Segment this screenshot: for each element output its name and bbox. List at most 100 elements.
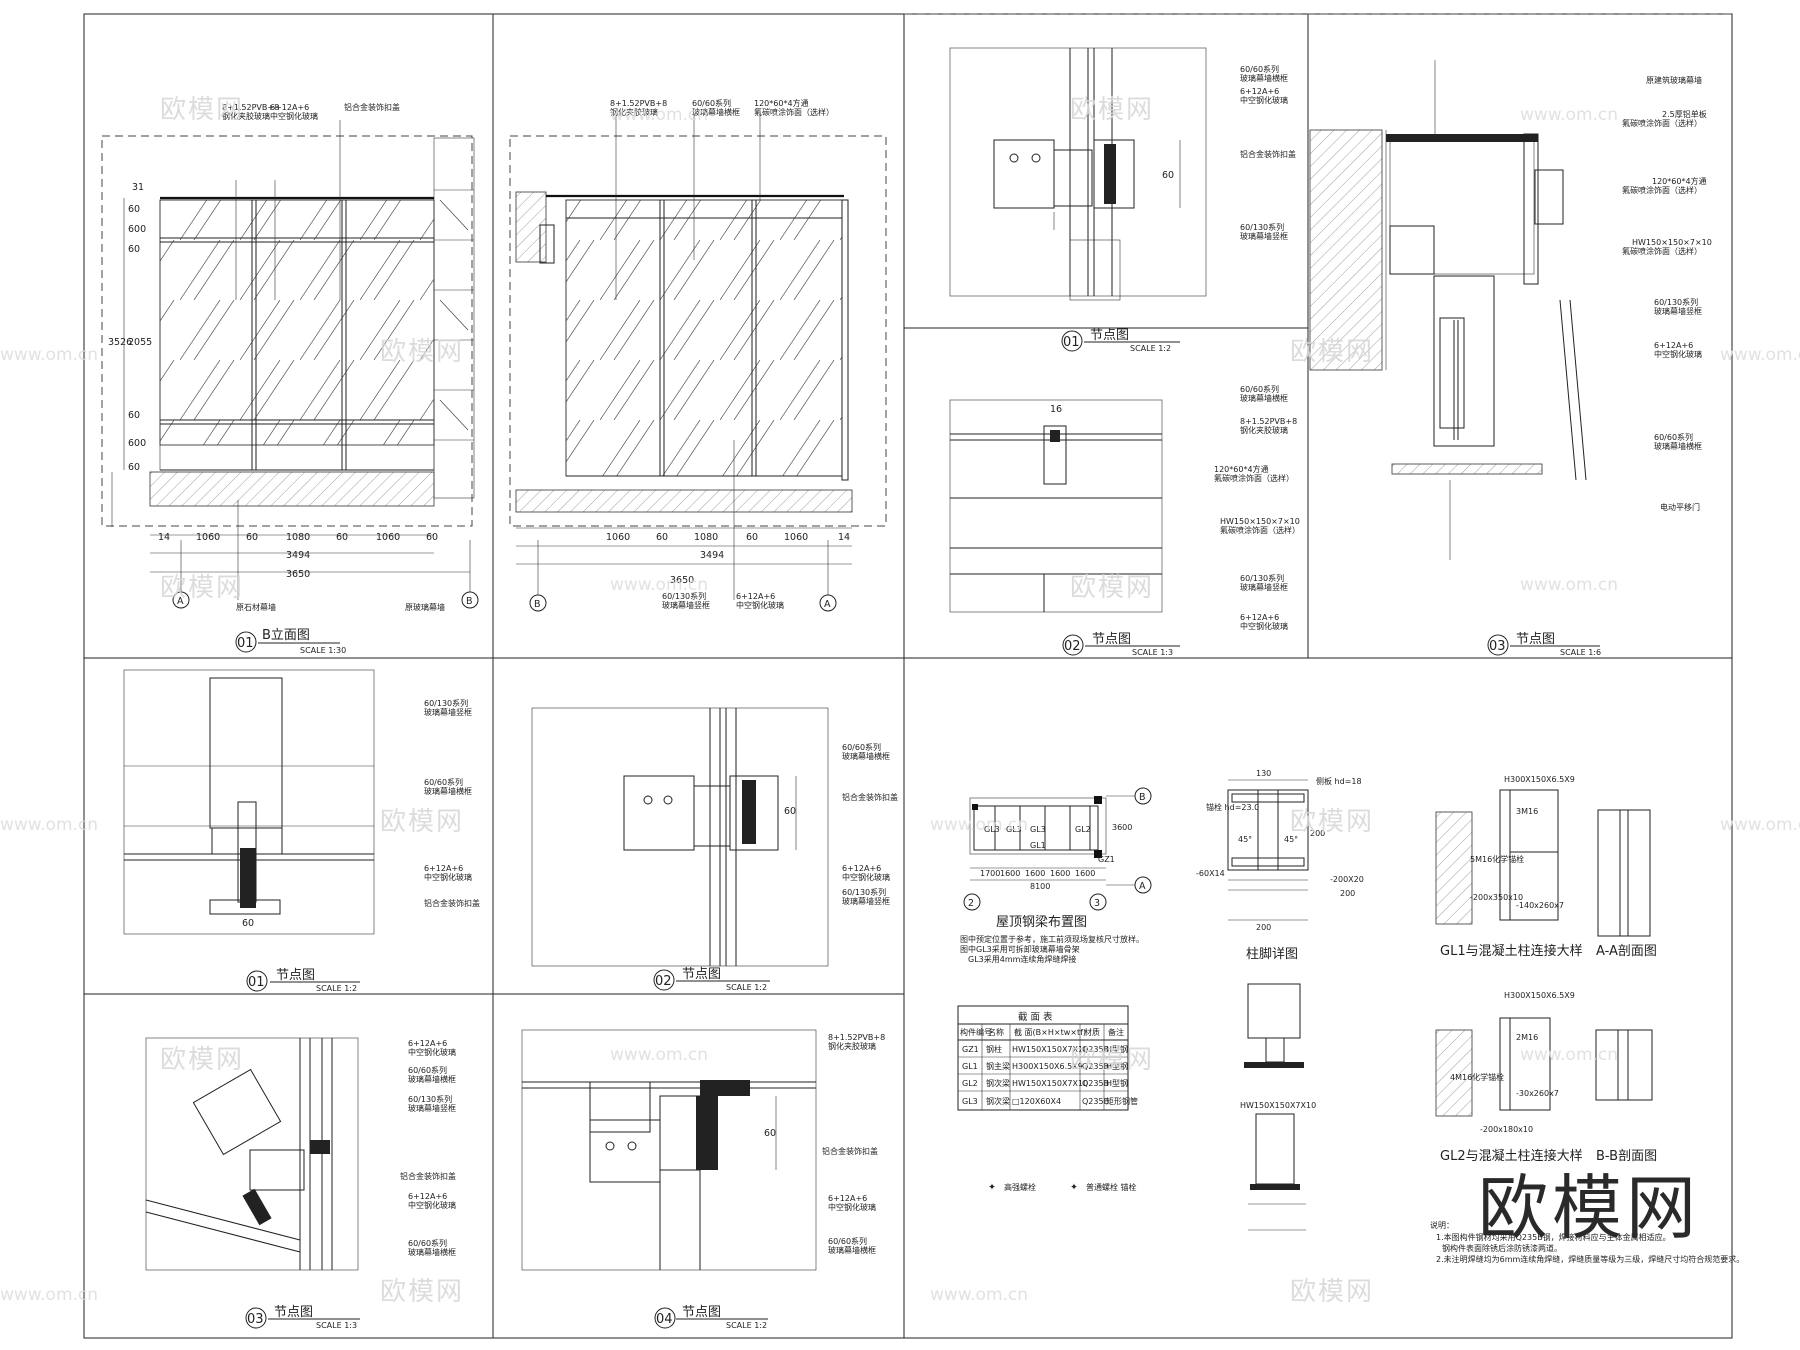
table-cell: GZ1 <box>962 1045 979 1054</box>
watermark-site: www.om.cn <box>610 1045 708 1065</box>
col-dim: -200X20 <box>1330 875 1364 884</box>
elev1-hdim: 60 <box>336 532 348 543</box>
beam-tag: GL3 <box>1006 825 1022 834</box>
table-cell: 矩形钢管 <box>1106 1096 1138 1106</box>
node-tr2-label: 60/130系列 <box>1240 573 1284 583</box>
elev1-hdim-sub: 3494 <box>286 550 310 561</box>
node-bl3-label: 60/60系列 <box>408 1238 447 1248</box>
conn1-sub: 5M16化学锚栓 <box>1470 854 1524 864</box>
table-cell: H300X150X6.5X9 <box>1012 1062 1083 1071</box>
node-tr3-label: 氟碳喷涂饰面（选样） <box>1622 246 1702 256</box>
watermark-site: www.om.cn <box>930 815 1028 835</box>
panel-number: 03 <box>247 1312 264 1327</box>
node-bl4-dim: 60 <box>764 1128 776 1139</box>
elev2-hdim: 1080 <box>694 532 718 543</box>
plan-axis-3: 3 <box>1094 898 1100 909</box>
panel-scale: SCALE 1:30 <box>300 646 346 655</box>
panel-title-2: 01 节点图 SCALE 1:2 <box>1061 328 1180 353</box>
node-ml1-label: 6+12A+6 <box>424 864 463 873</box>
plan-note: 图中预定位置于参考，施工前须现场复核尺寸放样。 <box>960 934 1144 944</box>
plan-dim: 1600 <box>1050 869 1070 878</box>
node-tr2-label: 120*60*4方通 <box>1214 464 1269 474</box>
col-dim: 130 <box>1256 769 1271 778</box>
node-ml2-label: 玻璃幕墙竖框 <box>842 896 890 906</box>
elev1-hdim: 60 <box>246 532 258 543</box>
table-cell: 钢主梁 <box>986 1061 1010 1071</box>
elev2-hdim: 1060 <box>606 532 630 543</box>
brand-logo: 欧模网 <box>1478 1167 1700 1249</box>
node-tr2-label: 玻璃幕墙横框 <box>1240 393 1288 403</box>
node-tr2-label: HW150×150×7×10 <box>1220 517 1300 526</box>
watermark-site: www.om.cn <box>1720 345 1800 365</box>
panel-title-6: 02 节点图 SCALE 1:2 <box>653 967 770 992</box>
elev1-label-glass-wall: 原玻璃幕墙 <box>405 602 445 612</box>
watermark-site: www.om.cn <box>0 345 98 365</box>
table-cell: 钢次梁 <box>986 1096 1010 1106</box>
elev1-dim: 60 <box>128 204 140 215</box>
col-dim: 45° <box>1284 835 1298 844</box>
notes-line: 2.未注明焊缝均为6mm连续角焊缝，焊缝质量等级为三级，焊缝尺寸均符合规范要求。 <box>1436 1254 1744 1264</box>
table-head: 材质 <box>1084 1027 1100 1037</box>
col-dim: 200 <box>1340 889 1355 898</box>
table-cell: 钢柱 <box>986 1044 1002 1054</box>
panel-number: 02 <box>1064 639 1081 654</box>
conn2-sub: -30x260x7 <box>1516 1089 1559 1098</box>
watermark-site: www.om.cn <box>1520 105 1618 125</box>
node-bl4-label: 钢化夹胶玻璃 <box>828 1041 876 1051</box>
elev1-dim: 60 <box>128 462 140 473</box>
node-tr1-dim: 60 <box>1162 170 1174 181</box>
watermark: 欧模网 <box>380 337 464 367</box>
node-ml2-label: 60/130系列 <box>842 887 886 897</box>
node-ml2-label: 60/60系列 <box>842 742 881 752</box>
elev1-dim: 2055 <box>128 337 152 348</box>
watermark: 欧模网 <box>380 807 464 837</box>
elev2-hdim: 14 <box>838 532 850 543</box>
node-bl4-label: 60/60系列 <box>828 1236 867 1246</box>
table-head: 名称 <box>988 1027 1004 1037</box>
elev1-dim: 60 <box>128 244 140 255</box>
bolt-symbol-icon: ✦ <box>988 1182 996 1193</box>
node-ml1-label: 玻璃幕墙竖框 <box>424 707 472 717</box>
watermark: 欧模网 <box>160 573 244 603</box>
watermark-site: www.om.cn <box>0 815 98 835</box>
panel-title: 节点图 <box>276 968 315 983</box>
node-bl3-label: 60/60系列 <box>408 1065 447 1075</box>
panel-title-4: 03 节点图 SCALE 1:6 <box>1487 632 1601 657</box>
node-ml1-label: 玻璃幕墙横框 <box>424 786 472 796</box>
col-note: 侧板 hd=18 <box>1316 776 1362 786</box>
elev2-axis: A <box>824 599 831 610</box>
panel-scale: SCALE 1:2 <box>726 983 767 992</box>
table-cell: HW150X150X7X10 <box>1012 1079 1088 1088</box>
gl2-connection-detail: H300X150X6.5X9 2M16 4M16化学锚栓 -30x260x7 -… <box>1435 991 1657 1164</box>
elev1-dim: 60 <box>128 410 140 421</box>
table-cell: Q235B <box>1082 1079 1109 1088</box>
legend-label: 普通螺栓 锚栓 <box>1086 1182 1137 1192</box>
elev1-label-insulated-desc: 中空钢化玻璃 <box>270 111 318 121</box>
roof-beam-plan-text: B A 2 3 1700 1600 1600 1600 1600 8100 36… <box>960 792 1146 964</box>
node-tr2-label: 氟碳喷涂饰面（选样） <box>1220 525 1300 535</box>
plan-dim: 1700 <box>980 869 1000 878</box>
table-cell: 钢次梁 <box>986 1078 1010 1088</box>
plan-note: GL3采用4mm连续角焊缝焊接 <box>968 954 1076 964</box>
elev1-dim: 600 <box>128 438 146 449</box>
plan-dim: 1600 <box>1075 869 1095 878</box>
col-title: 柱脚详图 <box>1246 946 1298 962</box>
elev1-label-glass-pvb: 8+1.52PVB+8 <box>222 103 279 112</box>
conn1-title: GL1与混凝土柱连接大样 <box>1440 943 1583 959</box>
panel-number: 01 <box>237 636 254 651</box>
elev1-hdim: 1060 <box>196 532 220 543</box>
legend-label: 高强螺栓 <box>1004 1182 1036 1192</box>
table-cell: Q235B <box>1082 1045 1109 1054</box>
panel-scale: SCALE 1:2 <box>316 984 357 993</box>
node-bl4-label: 8+1.52PVB+8 <box>828 1033 885 1042</box>
node-bl4-label: 6+12A+6 <box>828 1194 867 1203</box>
elev1-label-insulated: 6+12A+6 <box>270 103 309 112</box>
bb-title: B-B剖面图 <box>1596 1149 1657 1164</box>
panel-title: 节点图 <box>1090 328 1129 343</box>
elevation-b-drawing <box>101 120 479 609</box>
beam-tag: GL3 <box>984 825 1000 834</box>
elev2-label: 60/60系列 <box>692 98 731 108</box>
elev1-hdim: 1060 <box>376 532 400 543</box>
panel-title: 节点图 <box>682 1305 721 1320</box>
node-tr2-label: 60/60系列 <box>1240 384 1279 394</box>
